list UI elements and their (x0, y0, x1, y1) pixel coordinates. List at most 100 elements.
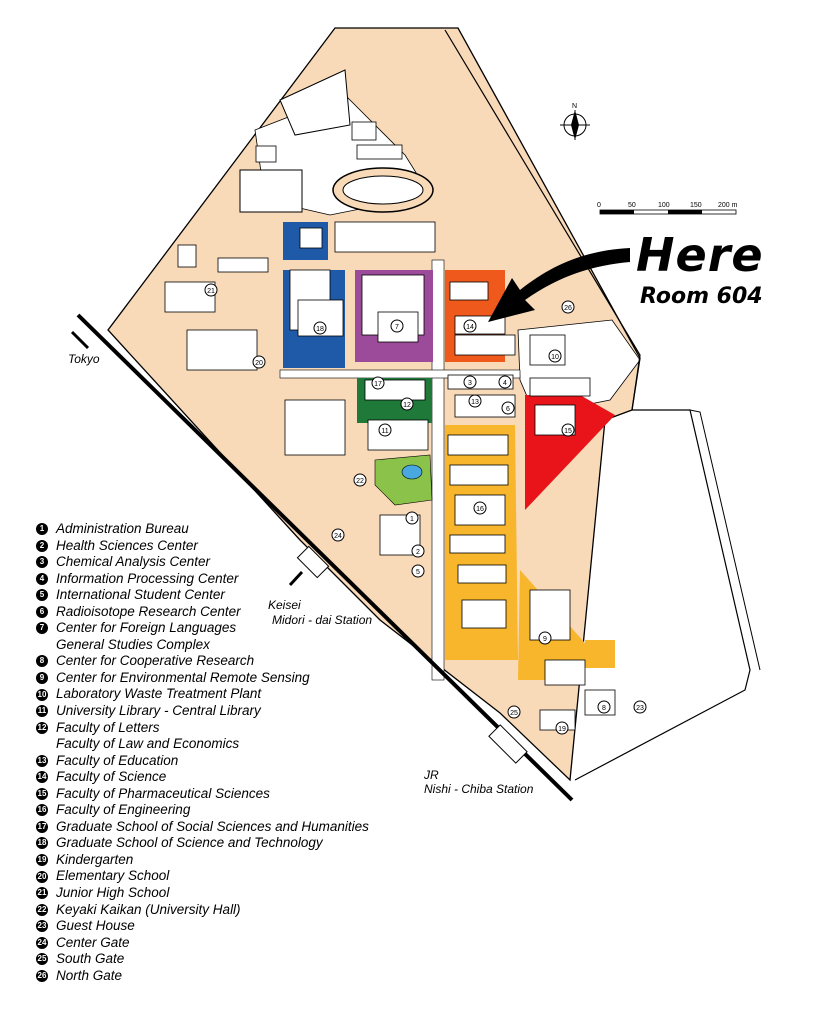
compass-icon (560, 110, 590, 140)
legend-text: International Student Center (56, 587, 225, 603)
marker-number: 20 (255, 360, 263, 367)
legend-number-badge: 22 (36, 903, 48, 916)
legend-text: Information Processing Center (56, 570, 239, 586)
legend-item: 19 Kindergarten (36, 852, 456, 869)
legend-text: Faculty of Science (56, 769, 167, 785)
room-label: Room 604 (640, 284, 763, 309)
marker-circle (538, 631, 552, 645)
legend-number-badge: 15 (36, 787, 48, 800)
jr-station-mark (488, 724, 528, 764)
legend-text: Elementary School (56, 868, 170, 884)
legend-text: Center for Environmental Remote Sensing (56, 669, 310, 685)
legend-number-badge: 11 (36, 705, 48, 718)
legend-number-badge: 16 (36, 804, 48, 817)
marker-number: 26 (564, 305, 572, 312)
marker-circle (473, 501, 487, 515)
tokyo-pointer (70, 330, 90, 350)
scale-tick-200: 200 m (718, 202, 738, 209)
marker-circle (501, 401, 515, 415)
marker-number: 6 (506, 406, 510, 413)
zone-engineering-lower (585, 640, 615, 668)
scale-tick-50: 50 (628, 202, 636, 209)
legend-text: North Gate (56, 967, 123, 983)
legend-number-badge: 17 (36, 820, 48, 833)
track-inner (342, 175, 424, 205)
marker-circle (561, 423, 575, 437)
legend-number-badge: 12 (36, 721, 48, 734)
marker-number: 8 (602, 705, 606, 712)
tokyo-label: Tokyo (68, 352, 100, 366)
legend-item: General Studies Complex (36, 637, 456, 654)
marker-circle (548, 349, 562, 363)
marker-number: 7 (395, 324, 399, 331)
marker-circle (555, 721, 569, 735)
marker-number: 2 (416, 549, 420, 556)
railway-line (76, 313, 574, 802)
scale-bar (599, 209, 737, 215)
here-arrow-icon (488, 248, 630, 322)
marker-number: 17 (374, 381, 382, 388)
marker-circle (371, 376, 385, 390)
legend-text: Administration Bureau (56, 521, 189, 536)
marker-number: 11 (381, 428, 388, 435)
compass-label: N (572, 103, 577, 110)
legend-text: Center for Foreign Languages (56, 620, 237, 636)
marker-number: 12 (403, 402, 411, 409)
legend-text: Chemical Analysis Center (56, 554, 211, 570)
legend-text: Faculty of Education (56, 752, 179, 768)
marker-circle (390, 319, 404, 333)
scale-tick-0: 0 (597, 202, 601, 209)
marker-circle (378, 423, 392, 437)
legend-text: Kindergarten (56, 851, 134, 867)
legend-text: Faculty of Law and Economics (56, 736, 240, 752)
marker-circle (468, 394, 482, 408)
legend-number-badge: 23 (36, 920, 48, 933)
legend-item: Faculty of Law and Economics (36, 736, 456, 753)
marker-circle (411, 544, 425, 558)
legend-number-badge: 10 (36, 688, 48, 701)
marker-circle (507, 705, 521, 719)
marker-number: 15 (564, 428, 572, 435)
legend-number-badge: 6 (36, 605, 48, 618)
keisei-label: Keisei (268, 598, 301, 612)
legend-number-badge: 2 (36, 539, 48, 552)
marker-circle (252, 355, 266, 369)
marker-circle (405, 511, 419, 525)
main-road (431, 259, 445, 681)
marker-number: 13 (471, 399, 479, 406)
east-fence (689, 409, 761, 671)
legend-item: 7 Center for Foreign Languages (36, 620, 456, 637)
legend-text: Center for Cooperative Research (56, 653, 255, 669)
legend-number-badge: 19 (36, 854, 48, 867)
field-court (239, 169, 303, 213)
legend-text: General Studies Complex (56, 636, 210, 652)
marker-circle (463, 319, 477, 333)
midoridai-station-label: Midori - dai Station (272, 613, 373, 627)
legend-number-badge: 7 (36, 622, 48, 635)
legend-number-badge: 18 (36, 837, 48, 850)
marker-circle (633, 700, 647, 714)
marker-number: 14 (466, 324, 474, 331)
marker-circle (353, 473, 367, 487)
marker-number: 23 (636, 705, 644, 712)
scale-tick-100: 100 (658, 202, 670, 209)
keisei-pointer (288, 570, 304, 587)
marker-circle (463, 375, 477, 389)
